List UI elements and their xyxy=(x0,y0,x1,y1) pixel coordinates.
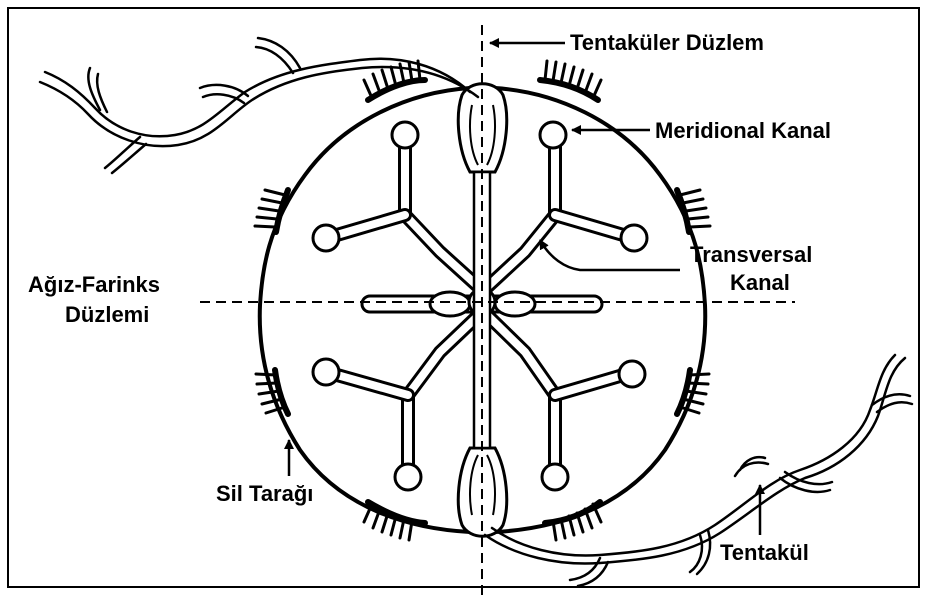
label-tentacle: Tentakül xyxy=(720,540,809,565)
label-pharyngeal-plane-line2: Düzlemi xyxy=(65,302,149,327)
tentacle-top-left xyxy=(40,38,478,173)
label-tentacular-plane: Tentaküler Düzlem xyxy=(570,30,764,55)
comb-row-bottom-left xyxy=(364,502,425,540)
comb-row-bottom-right xyxy=(545,502,601,540)
label-pharyngeal-plane-line1: Ağız-Farinks xyxy=(28,272,160,297)
label-arrows xyxy=(289,43,760,535)
label-meridional-canal: Meridional Kanal xyxy=(655,118,831,143)
central-channel xyxy=(474,172,490,448)
comb-row-left-upper xyxy=(255,190,288,232)
label-transversal-canal-line1: Transversal xyxy=(690,242,812,267)
comb-row-top-right xyxy=(540,61,601,100)
label-comb-row: Sil Tarağı xyxy=(216,481,313,506)
arrow-transversal-canal xyxy=(540,240,680,270)
comb-row-right-lower xyxy=(677,370,709,414)
comb-row-right-upper xyxy=(677,190,710,232)
comb-row-left-lower xyxy=(256,370,288,414)
label-transversal-canal-line2: Kanal xyxy=(730,270,790,295)
